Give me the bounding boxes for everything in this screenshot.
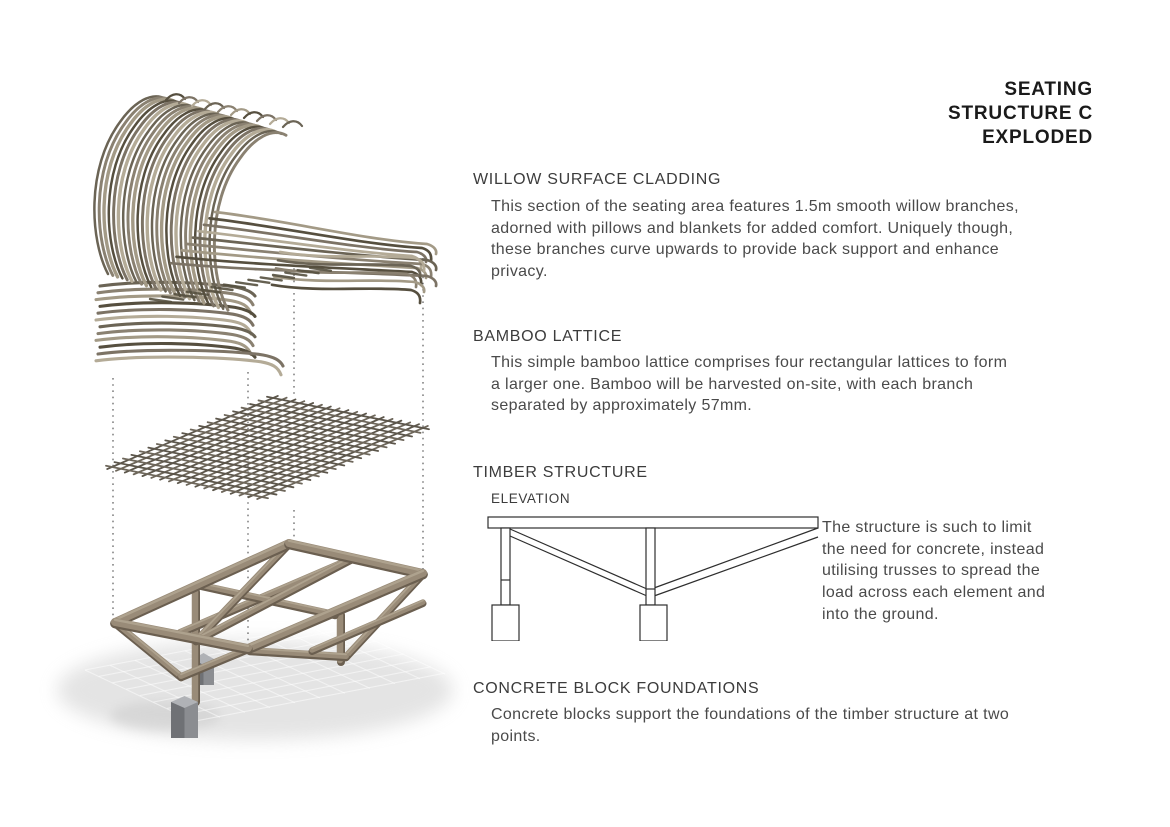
elevation-label: ELEVATION — [491, 491, 571, 506]
body-concrete-block-foundations: Concrete blocks support the foundations … — [491, 706, 1010, 745]
elevation-foundation-right — [639, 604, 668, 641]
dashed-guide-lines — [112, 258, 424, 645]
elevation-post-mid — [645, 527, 656, 606]
elevation-foundation-left — [491, 604, 520, 641]
concrete-block-front — [171, 696, 198, 738]
body-timber-structure: The structure is such to limit the need … — [822, 519, 1046, 623]
timber-frame-layer — [110, 539, 428, 706]
body-bamboo-lattice: This simple bamboo lattice comprises fou… — [491, 354, 1008, 415]
heading-bamboo-lattice: BAMBOO LATTICE — [473, 328, 623, 345]
heading-willow-surface-cladding: WILLOW SURFACE CLADDING — [473, 171, 722, 188]
heading-concrete-block-foundations: CONCRETE BLOCK FOUNDATIONS — [473, 680, 760, 697]
elevation-post-left — [500, 527, 511, 606]
body-willow-surface-cladding: This section of the seating area feature… — [491, 198, 1019, 281]
bamboo-lattice-layer — [105, 395, 430, 500]
willow-canopy-layer — [93, 93, 438, 312]
elevation-drawing — [487, 516, 819, 641]
ground-shadow — [57, 621, 453, 740]
heading-timber-structure: TIMBER STRUCTURE — [473, 464, 648, 481]
elevation-truss-right — [653, 527, 819, 589]
elevation-beam — [487, 516, 819, 529]
elevation-truss-left — [509, 528, 648, 590]
page-title: SEATING STRUCTURE C EXPLODED — [948, 79, 1093, 148]
exploded-diagram — [57, 93, 453, 740]
willow-fringe — [148, 266, 333, 304]
